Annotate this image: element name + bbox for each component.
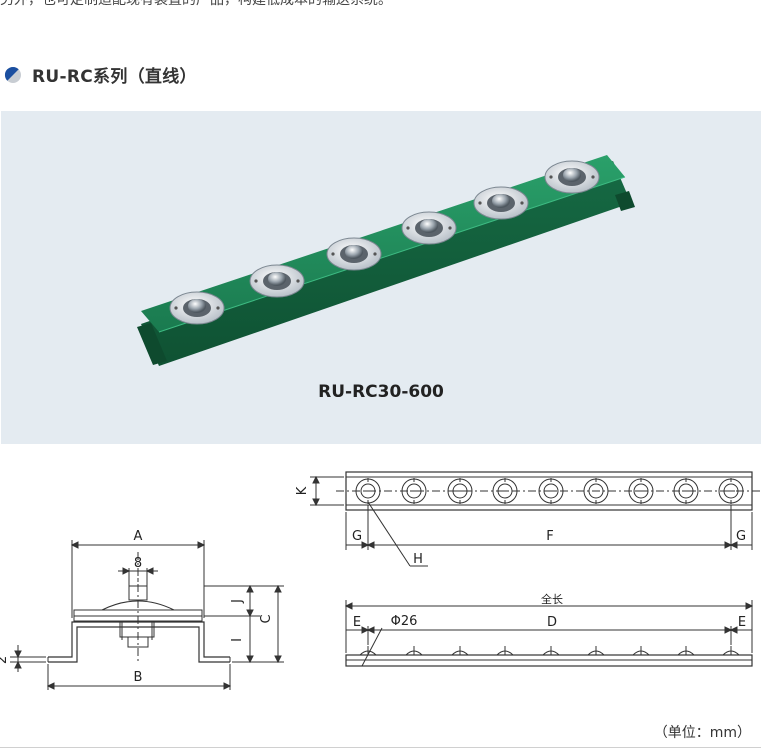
dim-label-c: C: [259, 614, 274, 623]
dim-label-b: B: [134, 670, 143, 685]
dim-label-g-right: G: [736, 529, 746, 544]
unit-note: （单位：mm）: [653, 725, 751, 741]
dim-label-g-left: G: [352, 529, 362, 544]
dim-label-d: D: [547, 615, 557, 630]
intro-text: 另外，也可定制适配现有装置的产品，构建低成本的输送系统。: [0, 0, 392, 8]
section-title: RU-RC系列（直线）: [32, 67, 197, 87]
dim-label-8: 8: [134, 556, 142, 571]
dim-label-k: K: [295, 486, 310, 495]
dim-label-e-right: E: [738, 615, 746, 630]
dim-label-e-left: E: [353, 615, 361, 630]
divider: [0, 747, 761, 748]
dim-label-total-length: 全长: [541, 592, 563, 606]
dim-label-diameter: Φ26: [391, 614, 418, 629]
dim-label-j: J: [230, 599, 245, 604]
dimension-drawing: A 8 B 2 J I C K G F G H 全长 E Φ26 D E: [0, 471, 760, 690]
dim-label-2: 2: [0, 656, 10, 664]
dim-label-h: H: [413, 552, 423, 567]
half-circle-bullet-icon: [4, 66, 21, 83]
ball-units: [169, 160, 600, 325]
model-label: RU-RC30-600: [318, 382, 444, 402]
product-photo: RU-RC30-600: [1, 111, 761, 444]
dim-label-i: I: [230, 638, 245, 642]
dim-label-f: F: [546, 529, 553, 544]
ball-transfer-unit-image: [137, 155, 635, 366]
section-heading: RU-RC系列（直线）: [4, 62, 197, 87]
dim-label-a: A: [134, 529, 143, 544]
